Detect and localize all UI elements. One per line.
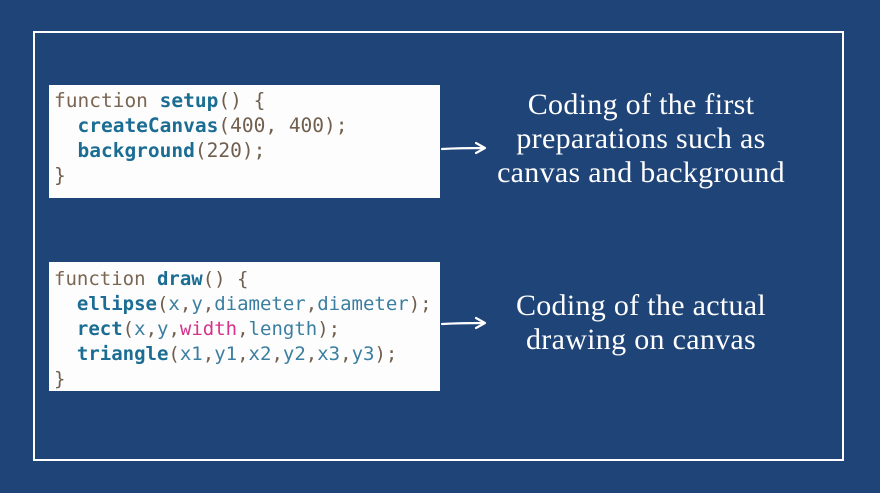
caption-line: Coding of the actual [515, 289, 767, 322]
code-line: } [54, 163, 440, 188]
code-token: diameter [317, 293, 409, 315]
code-token: , [305, 293, 318, 315]
code-token: () { [218, 89, 266, 112]
code-token: width [179, 318, 238, 340]
code-token: setup [159, 89, 219, 112]
arrow-right-icon [440, 141, 487, 155]
code-token: ); [317, 318, 341, 340]
code-token: (220); [194, 139, 266, 162]
code-token: function [54, 89, 160, 112]
code-line: } [54, 367, 440, 392]
setup-code-block: function setup() { createCanvas(400, 400… [49, 85, 440, 198]
code-token: background [77, 139, 195, 162]
caption-line: canvas and background [497, 156, 785, 189]
code-token: () { [202, 268, 249, 290]
code-token: length [248, 318, 318, 340]
code-token: , [202, 343, 215, 365]
code-token: , [179, 293, 192, 315]
code-token: x [134, 318, 146, 340]
code-token: ellipse [76, 293, 157, 315]
code-token: ( [168, 343, 180, 365]
code-token: , [271, 343, 283, 365]
code-line: rect(x,y,width,length); [54, 317, 440, 342]
code-token: function [54, 268, 157, 290]
code-token: (400, 400); [218, 114, 348, 137]
code-token: draw [156, 268, 203, 290]
code-token: , [202, 293, 215, 315]
code-token: , [340, 343, 352, 365]
code-token: y [191, 293, 203, 315]
code-token: ); [408, 293, 432, 315]
code-token: , [145, 318, 158, 340]
code-token: , [237, 343, 249, 365]
code-token: } [54, 368, 66, 390]
code-token: x1 [179, 343, 203, 365]
code-token [54, 114, 77, 137]
code-token: y [157, 318, 169, 340]
outer-frame [33, 31, 844, 461]
code-token [54, 293, 77, 315]
code-token: triangle [76, 343, 169, 365]
caption-line: preparations such as [516, 122, 766, 155]
code-token [54, 139, 77, 162]
code-token: ); [374, 343, 398, 365]
code-token: createCanvas [77, 114, 219, 137]
caption-line: Coding of the first [527, 88, 755, 121]
code-token: diameter [214, 293, 306, 315]
code-token: } [54, 164, 66, 187]
code-token: x [168, 293, 180, 315]
code-token [54, 318, 77, 340]
code-token: y2 [282, 343, 306, 365]
code-token: ( [122, 318, 135, 340]
code-token: , [168, 318, 180, 340]
code-line: background(220); [54, 138, 440, 163]
caption-line: drawing on canvas [525, 323, 757, 356]
code-token: , [237, 318, 249, 340]
code-token [54, 343, 77, 365]
arrow-right-icon [440, 316, 487, 330]
code-token: , [305, 343, 318, 365]
code-line: ellipse(x,y,diameter,diameter); [54, 292, 440, 317]
code-line: triangle(x1,y1,x2,y2,x3,y3); [54, 342, 440, 367]
code-line: function setup() { [54, 88, 440, 113]
code-line: createCanvas(400, 400); [54, 113, 440, 138]
code-token: rect [76, 318, 123, 340]
code-line: function draw() { [54, 267, 440, 292]
code-token: y3 [351, 343, 375, 365]
draw-code-block: function draw() { ellipse(x,y,diameter,d… [49, 262, 440, 391]
code-token: y1 [214, 343, 238, 365]
code-token: x2 [248, 343, 272, 365]
code-token: ( [156, 293, 169, 315]
code-token: x3 [317, 343, 341, 365]
